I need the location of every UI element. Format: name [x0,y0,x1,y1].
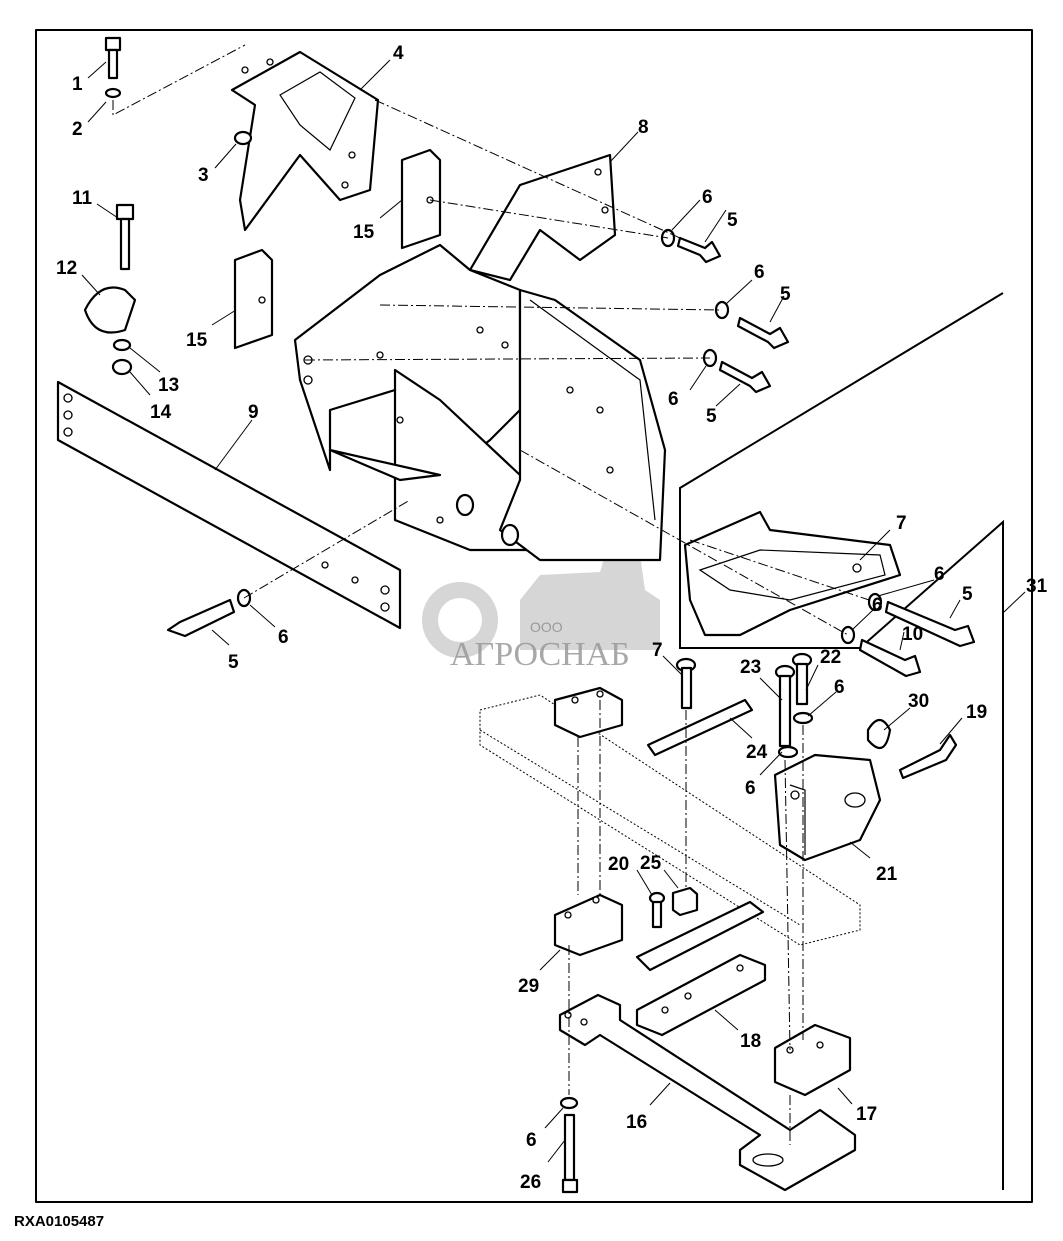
callout-6i: 6 [526,1130,537,1151]
watermark-combine-icon [520,555,660,650]
callouts: 1 2 3 4 5 5 5 5 5 6 6 6 6 6 6 6 6 6 [56,43,1048,1193]
part-block-25 [671,886,699,917]
callout-25: 25 [640,853,662,874]
callout-6d: 6 [934,564,945,585]
callout-11: 11 [72,188,93,209]
callout-24: 24 [746,742,768,763]
callout-23: 23 [740,657,761,678]
callout-2: 2 [72,119,83,140]
part-support-block-17 [773,1023,852,1097]
part-bolt-26 [561,1113,579,1194]
callout-21: 21 [876,864,898,885]
assembly-centerlines [243,99,876,1145]
callout-9: 9 [248,402,259,423]
callout-14: 14 [150,402,172,423]
callout-16: 16 [626,1112,647,1133]
callout-5b: 5 [780,284,791,305]
assembly-boundary-upper [679,292,1004,649]
part-bracket-7 [683,510,902,637]
callout-6b: 6 [754,262,765,283]
callout-19: 19 [966,702,987,723]
callout-1: 1 [72,74,83,95]
part-pin-19 [898,733,958,780]
part-washer-13 [112,338,132,352]
part-bolt-set-inset [840,592,976,678]
callout-15a: 15 [353,222,375,243]
callout-22: 22 [820,647,841,668]
callout-6c: 6 [668,389,679,410]
callout-8: 8 [638,117,649,138]
callout-29: 29 [518,976,539,997]
part-bolt-20 [648,891,666,929]
part-hitch-21 [773,753,882,862]
part-plate [635,900,765,972]
part-bolt-5-left [166,588,252,638]
callout-13: 13 [158,375,179,396]
part-strap-plate-24 [646,698,754,757]
part-plate-18 [635,953,767,1037]
figure-id-label: RXA0105487 [14,1213,105,1230]
callout-20: 20 [608,854,629,875]
callout-5d: 5 [962,584,973,605]
part-main-frame [293,243,667,562]
part-lock-pin-30 [866,718,892,750]
assembly-boundary-31 [859,519,1004,1190]
part-clamp-12 [83,286,137,334]
part-support-block-29 [553,893,624,957]
ghost-drawbar-outline [479,694,861,946]
watermark-prefix: ООО [530,619,563,635]
callout-5c: 5 [706,406,717,427]
part-nut-3 [233,130,253,146]
callout-10: 10 [902,624,923,645]
watermark-brand: АГРОСНАБ [450,636,630,673]
callout-4: 4 [393,43,404,64]
part-strap-9 [56,380,402,630]
part-bolt-7 [675,657,697,710]
part-bracket-4 [230,50,380,232]
callout-15b: 15 [186,330,208,351]
callout-7a: 7 [896,513,907,534]
diagram-frame [35,29,1033,1203]
part-support-block-upper [553,686,624,739]
part-spacer-15a [400,148,442,250]
callout-6f: 6 [278,627,289,648]
callout-18: 18 [740,1031,761,1052]
callout-6h: 6 [745,778,756,799]
callout-12: 12 [56,258,77,279]
part-washer-6-lower [559,1096,579,1110]
part-bolt-22 [791,652,814,725]
part-bolt-set-right [660,228,790,394]
callout-6e: 6 [872,595,883,616]
callout-7b: 7 [652,640,663,661]
part-nut-14 [111,358,133,376]
callout-30: 30 [908,691,929,712]
watermark: ООО АГРОСНАБ [422,555,660,673]
part-bolt-1 [104,36,122,99]
callout-6a: 6 [702,187,713,208]
part-drawbar-16 [558,993,857,1192]
part-capscrew-11 [115,203,135,271]
callout-5a: 5 [727,210,738,231]
callout-6g: 6 [834,677,845,698]
part-spacer-15b [233,248,274,350]
callout-31: 31 [1026,576,1048,597]
part-bolt-23 [774,664,799,759]
callout-17: 17 [856,1104,877,1125]
callout-26: 26 [520,1172,541,1193]
callout-5e: 5 [228,652,239,673]
callout-3: 3 [198,165,209,186]
